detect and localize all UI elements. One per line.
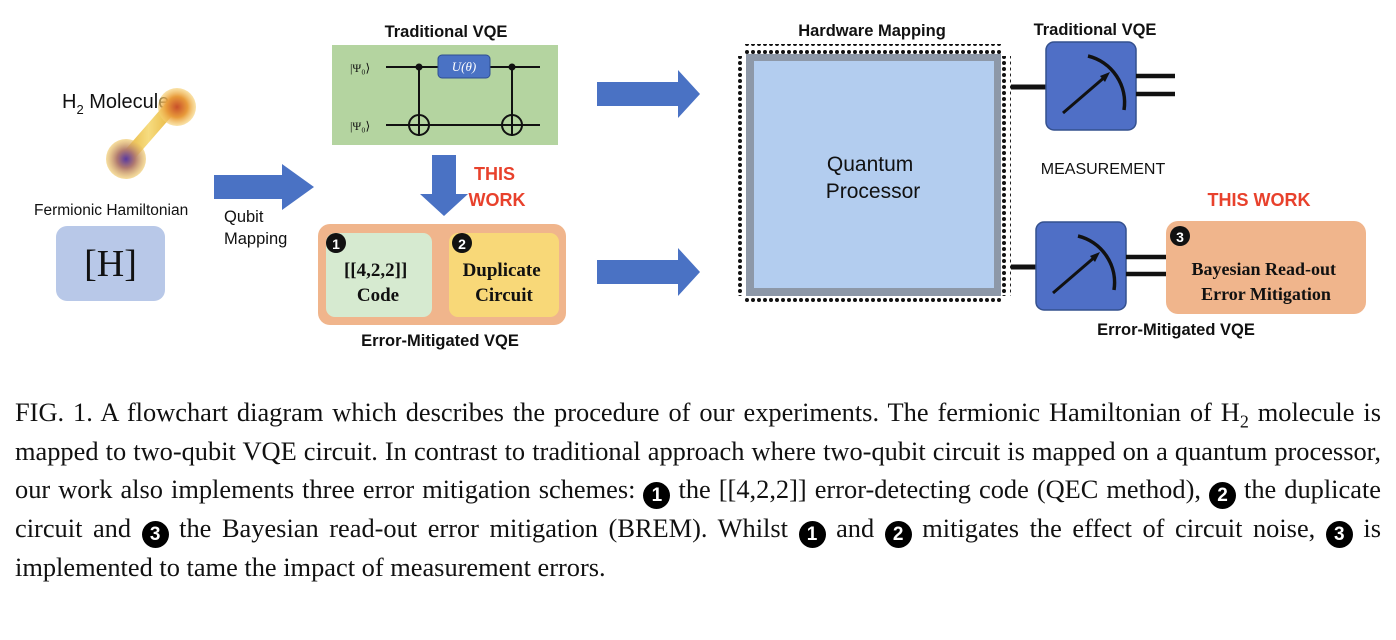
caption-text: A flowchart diagram which describes the … (92, 397, 1240, 427)
molecule-label: H2 Molecule (62, 91, 169, 117)
meter-bottom-icon (1052, 234, 1117, 295)
u-theta-gate (437, 54, 491, 79)
caption-text: the [[4,2,2]] error-detecting code (QEC … (670, 474, 1209, 505)
number-2-icon: 2 (1208, 482, 1236, 510)
flowchart-figure: H2 Molecule Fermionic Hamiltonian [H] Qu… (34, 21, 1366, 350)
caption-text: is implemented to tame the impact of mea… (15, 513, 1381, 583)
badge-3-icon (1170, 226, 1190, 246)
traditional-vqe-right-label: Traditional VQE (1034, 21, 1157, 39)
hamiltonian-box (56, 226, 165, 301)
hamiltonian-symbol: [H] (84, 243, 137, 285)
processor-pins-left (735, 56, 745, 296)
error-mitigated-vqe-right-label: Error-Mitigated VQE (1097, 321, 1255, 339)
qubit-mapping-arrow (214, 164, 314, 210)
caption-text: mitigates the effect of circuit noise, (911, 513, 1326, 544)
caption-text: molecule is mapped to two-qubit VQE circ… (15, 397, 1381, 505)
number-1-icon: 1 (643, 482, 671, 510)
figure-label: FIG. 1. (15, 397, 93, 427)
caption-text: the Bayesian read-out error mitigation (… (168, 513, 799, 544)
badge-3-label: 3 (1176, 229, 1184, 245)
caption-text: and (825, 513, 885, 544)
control-dot (508, 63, 516, 71)
traditional-vqe-title: Traditional VQE (385, 23, 508, 41)
processor-pins-right (1001, 56, 1011, 296)
badge-1-label: 1 (332, 236, 340, 252)
hardware-mapping-label: Hardware Mapping (798, 22, 946, 40)
psi-top-label: |Ψ₀⟩ (350, 61, 370, 75)
arrow-to-processor-top (597, 70, 700, 118)
psi-bottom-label: |Ψ₀⟩ (350, 119, 370, 133)
duplicate-box (449, 233, 559, 317)
figure-caption: FIG. 1. A flowchart diagram which descri… (15, 393, 1381, 587)
number-3-icon: 3 (141, 521, 169, 549)
number-2-icon: 2 (884, 521, 912, 549)
fermionic-hamiltonian-label: Fermionic Hamiltonian (34, 202, 188, 219)
meter-top-icon (1062, 54, 1127, 115)
arrow-to-processor-bottom (597, 248, 700, 296)
quantum-processor-label: Quantum Processor (826, 153, 921, 203)
quantum-processor-face (754, 61, 994, 288)
duplicate-label: Duplicate Circuit (463, 260, 546, 306)
processor-pins-bottom (744, 296, 1002, 306)
brem-box (1166, 221, 1366, 314)
this-work-label: THIS WORK (469, 164, 526, 210)
qubit-mapping-label: Qubit Mapping (224, 208, 287, 248)
caption-text: the duplicate circuit and (15, 474, 1381, 544)
code-label: [[4,2,2]] Code (344, 260, 412, 306)
processor-pins-top (744, 44, 1002, 54)
this-work-right-label: THIS WORK (1208, 190, 1311, 210)
h2-molecule-icon (106, 88, 196, 179)
down-arrow (420, 155, 468, 216)
caption-subscript: 2 (1239, 411, 1249, 432)
error-mitigated-vqe-label: Error-Mitigated VQE (361, 332, 519, 350)
u-theta-label: U(θ) (452, 59, 476, 74)
code-box (326, 233, 432, 317)
number-3-icon: 3 (1325, 521, 1353, 549)
badge-2-label: 2 (458, 236, 466, 252)
badge-1-icon (326, 233, 346, 253)
measurement-label: MEASUREMENT (1041, 161, 1166, 178)
badge-2-icon (452, 233, 472, 253)
brem-label: Bayesian Read-out Error Mitigation (1191, 259, 1340, 304)
number-1-icon: 1 (798, 521, 826, 549)
control-dot (415, 63, 423, 71)
